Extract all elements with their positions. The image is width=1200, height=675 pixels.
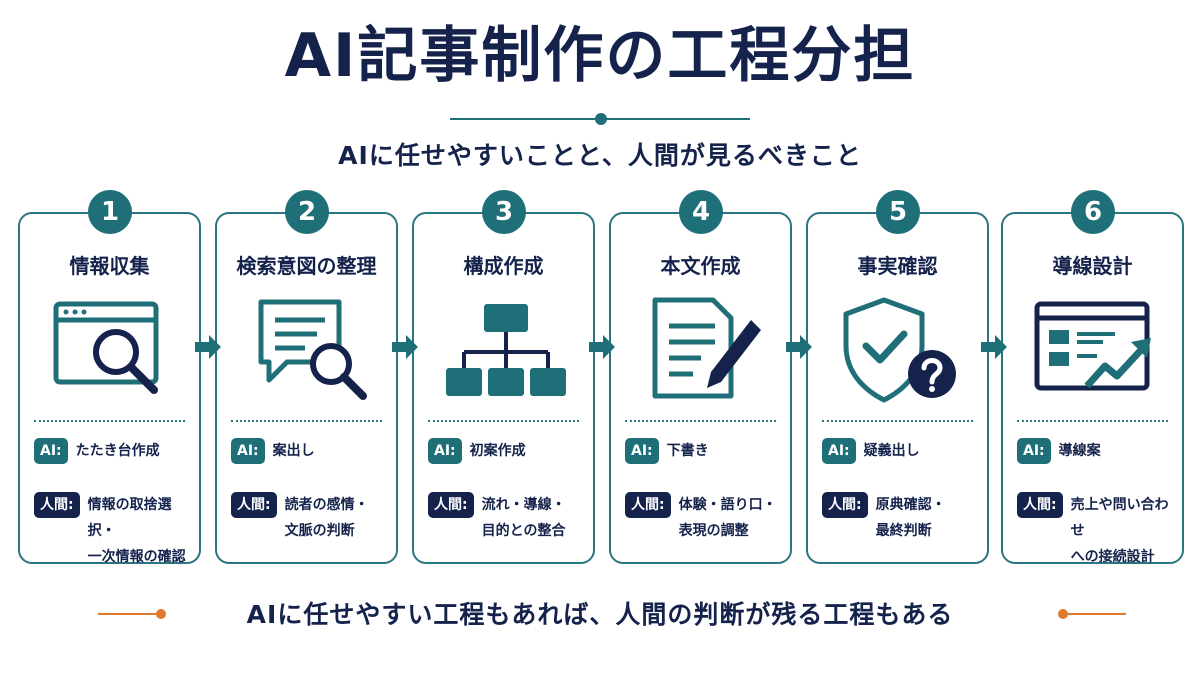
footer-rule-right (1066, 613, 1126, 615)
ai-task: 初案作成 (469, 443, 526, 459)
ai-row: AI: 疑義出し (822, 438, 981, 464)
dashboard-growth-icon (1034, 301, 1151, 391)
human-row: 人間: 読者の感情・文脈の判断 (231, 492, 390, 544)
ai-row: AI: 案出し (231, 438, 390, 464)
human-task: 売上や問い合わせへの接続設計 (1070, 497, 1169, 565)
page-title: AI記事制作の工程分担 (284, 21, 916, 91)
step-card-1: 情報収集 AI: たたき台作成 人間: 情報の取捨選択・一次情報の確認 (18, 212, 201, 565)
hierarchy-icon (446, 304, 566, 396)
ai-task: 案出し (272, 443, 315, 459)
step-title: 本文作成 (660, 254, 741, 278)
step-card-5: 事実確認 AI: 疑義出し 人間: 原典確認・最終判断 (806, 212, 989, 564)
page-subtitle: AIに任せやすいことと、人間が見るべきこと (338, 141, 862, 170)
arrow-right-icon (589, 335, 615, 359)
step-title: 構成作成 (463, 254, 544, 278)
ai-row: AI: 初案作成 (428, 438, 587, 464)
human-badge: 人間: (625, 492, 671, 518)
human-task: 体験・語り口・表現の調整 (678, 497, 777, 539)
ai-badge: AI: (34, 438, 68, 464)
human-row: 人間: 情報の取捨選択・一次情報の確認 (34, 492, 193, 570)
human-badge: 人間: (231, 492, 277, 518)
ai-badge: AI: (428, 438, 462, 464)
human-row: 人間: 体験・語り口・表現の調整 (625, 492, 784, 544)
card-divider (34, 420, 185, 422)
card-divider (428, 420, 579, 422)
step-number-1: 1 (88, 190, 132, 234)
human-badge: 人間: (428, 492, 474, 518)
ai-badge: AI: (625, 438, 659, 464)
arrow-right-icon (981, 335, 1007, 359)
arrow-right-icon (392, 335, 418, 359)
card-divider (822, 420, 973, 422)
human-row: 人間: 売上や問い合わせへの接続設計 (1017, 492, 1176, 570)
document-search-icon (258, 299, 367, 400)
footer-dot-right (1058, 609, 1068, 619)
arrow-right-icon (195, 335, 221, 359)
arrow-right-icon (786, 335, 812, 359)
step-title: 事実確認 (857, 254, 938, 278)
step-card-6: 導線設計 AI: 導線案 人間: 売上や問い合わせへの接続設計 (1001, 212, 1184, 565)
step-card-4: 本文作成 AI: 下書き 人間: 体験・語り口・表現の調整 (609, 212, 792, 564)
ai-badge: AI: (231, 438, 265, 464)
human-badge: 人間: (1017, 492, 1063, 518)
ai-task: たたき台作成 (75, 443, 160, 459)
ai-badge: AI: (822, 438, 856, 464)
human-row: 人間: 流れ・導線・目的との整合 (428, 492, 587, 544)
step-number-5: 5 (876, 190, 920, 234)
human-task: 情報の取捨選択・一次情報の確認 (87, 497, 186, 565)
human-badge: 人間: (822, 492, 868, 518)
ai-badge: AI: (1017, 438, 1051, 464)
human-task: 原典確認・最終判断 (875, 497, 946, 539)
ai-task: 下書き (666, 443, 709, 459)
step-number-3: 3 (482, 190, 526, 234)
footer-rule-left (98, 613, 158, 615)
title-rule-dot (595, 113, 607, 125)
step-number-2: 2 (285, 190, 329, 234)
step-card-2: 検索意図の整理 AI: 案出し 人間: 読者の感情・文脈の判断 (215, 212, 398, 564)
card-divider (625, 420, 776, 422)
step-title: 導線設計 (1052, 254, 1133, 278)
human-task: 読者の感情・文脈の判断 (284, 497, 369, 539)
footer-dot-left (156, 609, 166, 619)
step-card-3: 構成作成 AI: 初案作成 人間: 流れ・導線・目的との整合 (412, 212, 595, 564)
ai-task: 疑義出し (863, 443, 920, 459)
step-number-6: 6 (1071, 190, 1115, 234)
step-title: 検索意図の整理 (236, 254, 377, 278)
browser-search-icon (53, 301, 159, 394)
ai-task: 導線案 (1058, 443, 1101, 459)
ai-row: AI: 下書き (625, 438, 784, 464)
human-badge: 人間: (34, 492, 80, 518)
footer-message: AIに任せやすい工程もあれば、人間の判断が残る工程もある (246, 600, 954, 629)
card-divider (231, 420, 382, 422)
step-number-4: 4 (679, 190, 723, 234)
ai-row: AI: たたき台作成 (34, 438, 193, 464)
document-pencil-icon (652, 297, 761, 399)
shield-question-icon (843, 297, 956, 403)
human-task: 流れ・導線・目的との整合 (481, 497, 566, 539)
step-title: 情報収集 (69, 254, 150, 278)
human-row: 人間: 原典確認・最終判断 (822, 492, 981, 544)
ai-row: AI: 導線案 (1017, 438, 1176, 464)
card-divider (1017, 420, 1168, 422)
